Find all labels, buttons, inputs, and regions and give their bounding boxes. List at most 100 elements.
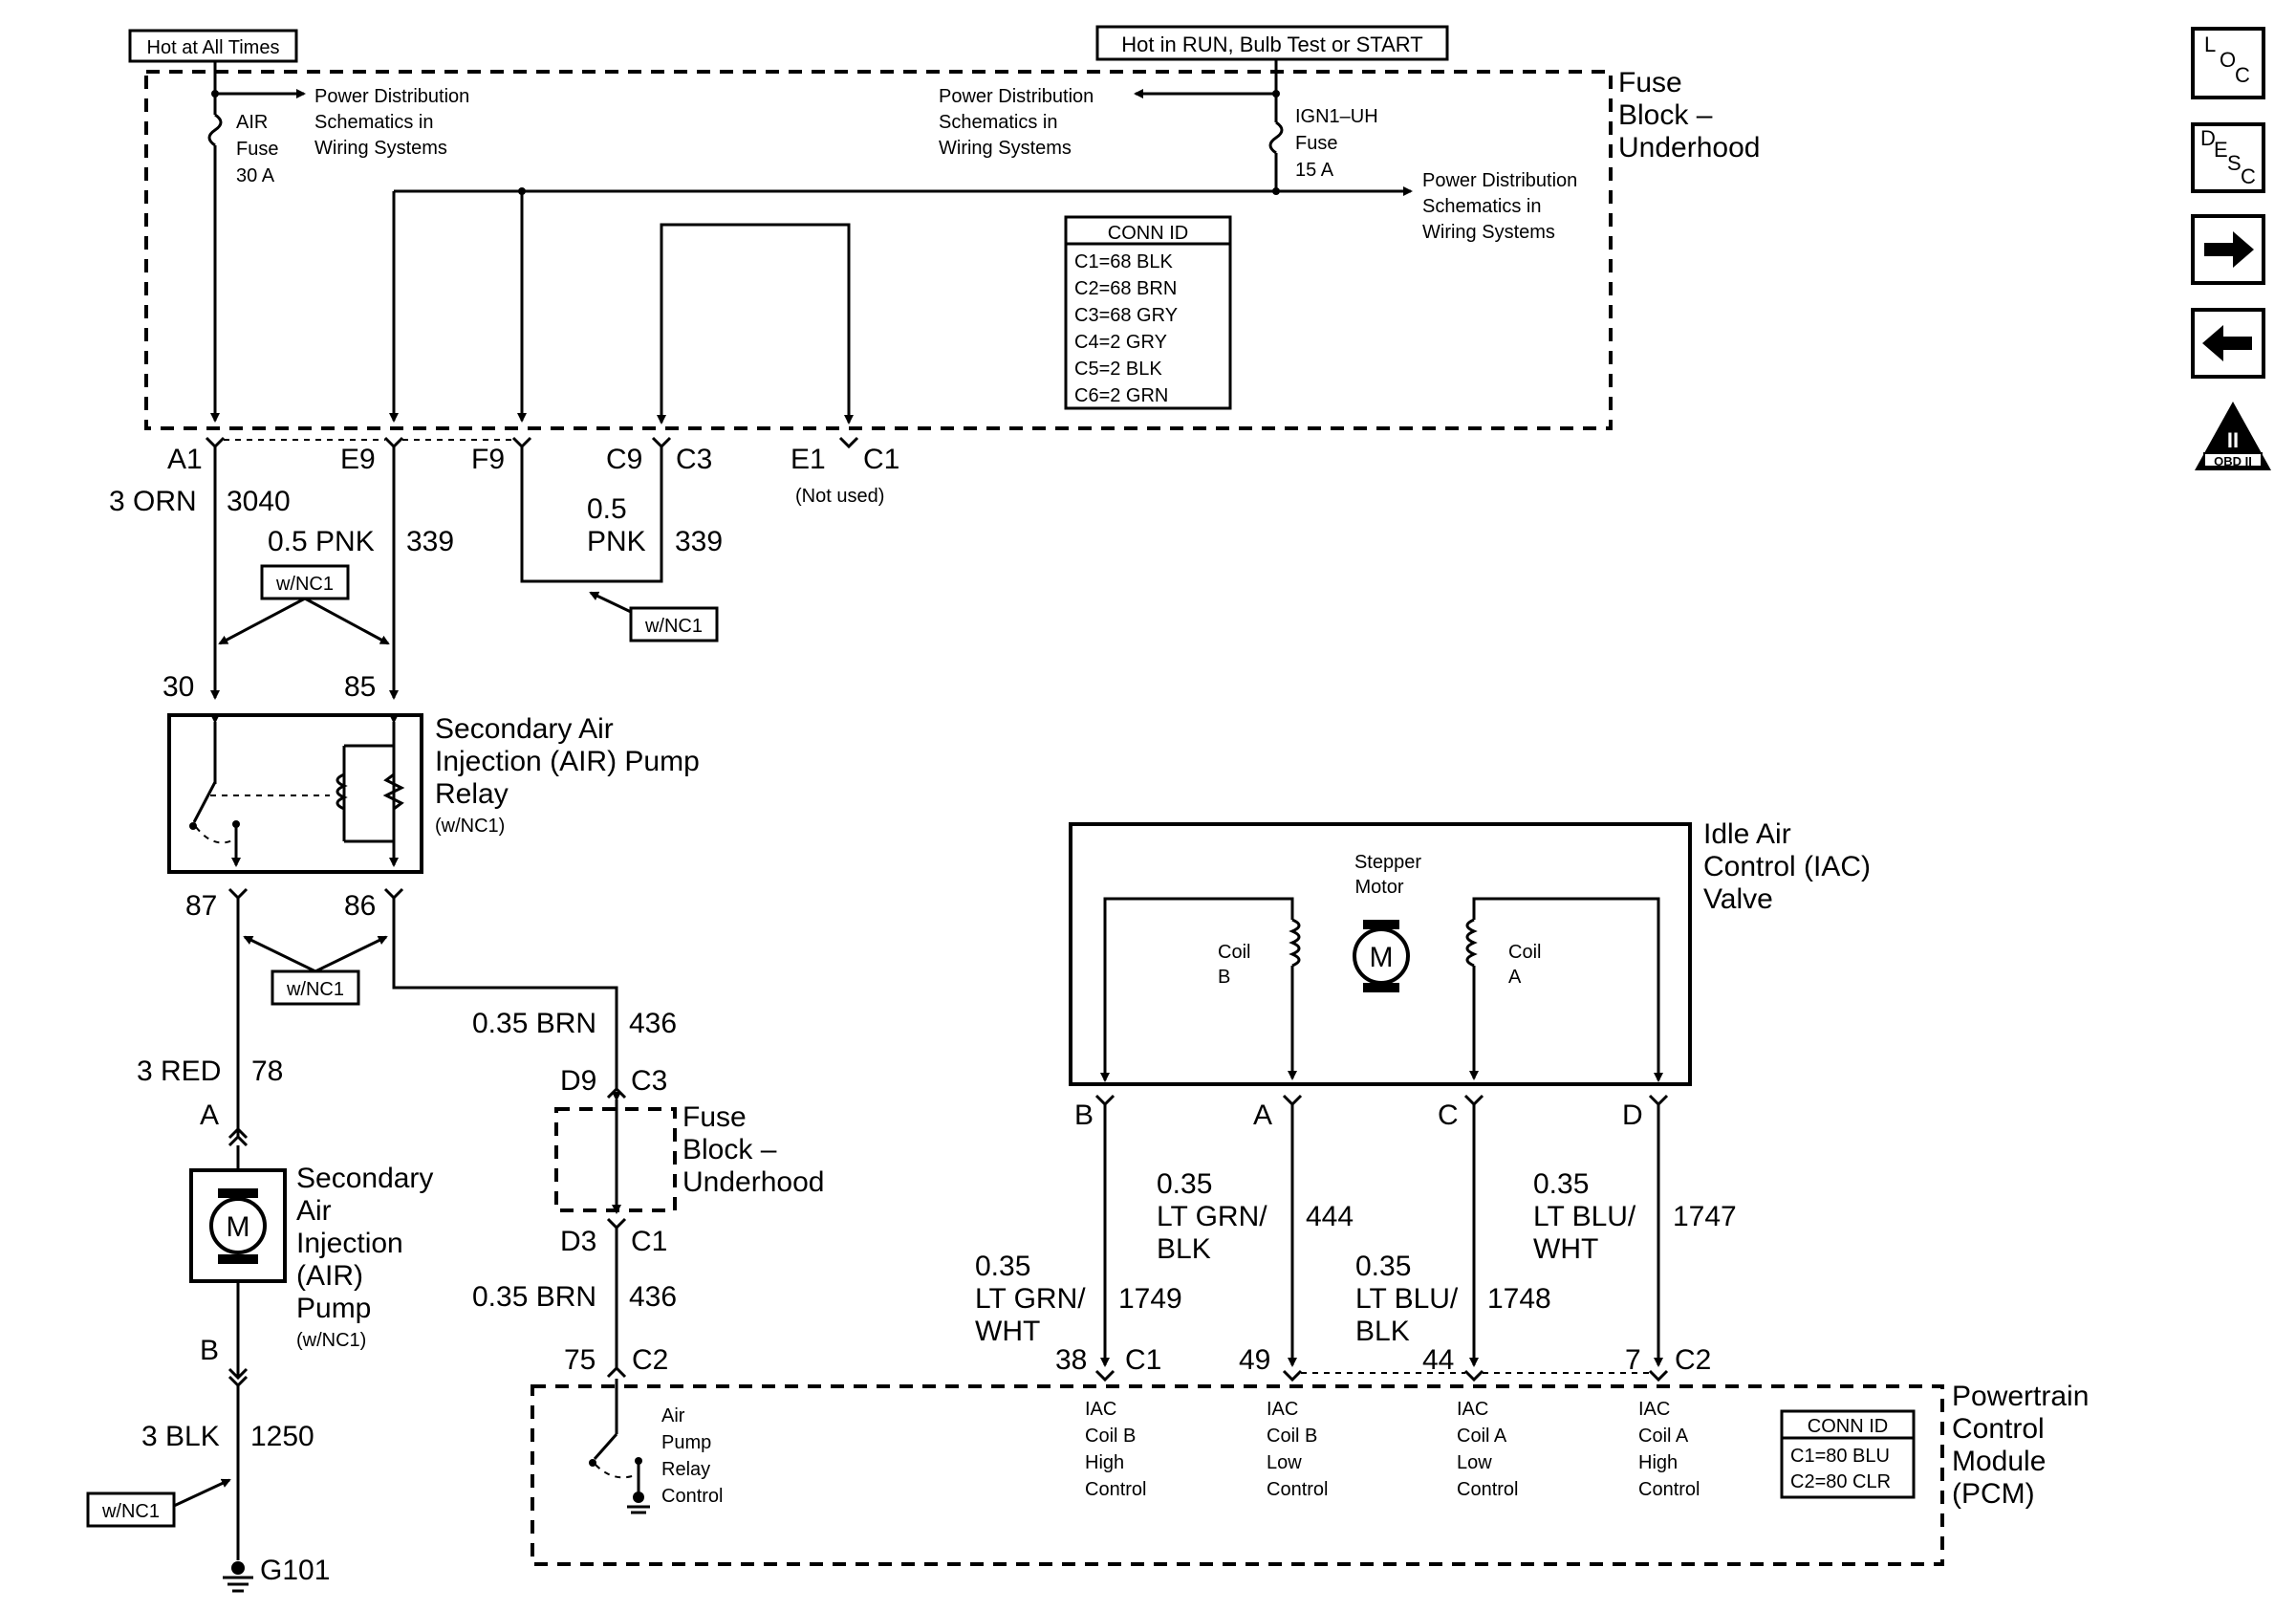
power-dist-ref-2: Power Distribution Schematics in Wiring … <box>939 86 1094 159</box>
svg-text:1250: 1250 <box>250 1421 314 1452</box>
iac-coil-a <box>1465 918 1478 968</box>
svg-text:B: B <box>1074 1099 1094 1131</box>
svg-text:Wiring Systems: Wiring Systems <box>939 138 1072 159</box>
svg-text:C: C <box>2241 164 2256 188</box>
previous-page-button[interactable] <box>2191 308 2265 379</box>
svg-text:Air: Air <box>661 1405 685 1426</box>
fuse-block-underhood-outline <box>144 70 1613 430</box>
svg-text:II: II <box>2227 428 2239 452</box>
fuse-block-conn-id-table: CONN ID C1=68 BLK C2=68 BRN C3=68 GRY C4… <box>1064 215 1232 410</box>
svg-text:0.35 BRN: 0.35 BRN <box>472 1281 596 1313</box>
svg-text:C3=68 GRY: C3=68 GRY <box>1074 305 1178 326</box>
ground-g101: G101 <box>223 1555 330 1593</box>
svg-text:Power Distribution: Power Distribution <box>314 86 469 107</box>
obd-ii-button[interactable]: II OBD II <box>2195 402 2271 470</box>
option-tag-nc1-3: w/NC1 <box>243 935 388 1006</box>
svg-text:(Not used): (Not used) <box>795 486 884 507</box>
wire-339-label-1: 0.5 PNK 339 <box>268 526 454 557</box>
pump-pin-a: A <box>200 1099 219 1131</box>
iac-coil-b <box>1289 918 1301 968</box>
svg-text:High: High <box>1085 1452 1124 1473</box>
svg-text:Injection: Injection <box>296 1228 403 1259</box>
svg-text:C2=68 BRN: C2=68 BRN <box>1074 278 1177 299</box>
svg-text:C2: C2 <box>632 1344 668 1376</box>
loc-button[interactable]: L O C <box>2191 27 2265 99</box>
svg-text:WHT: WHT <box>1533 1233 1598 1265</box>
svg-text:Air: Air <box>296 1195 332 1227</box>
svg-text:F9: F9 <box>471 444 505 475</box>
svg-text:Idle Air: Idle Air <box>1703 818 1791 850</box>
wire-436-label-2: 0.35 BRN 436 <box>472 1281 677 1313</box>
svg-text:(AIR): (AIR) <box>296 1260 363 1292</box>
pcm-iac-coil-b-low: IAC Coil B Low Control <box>1267 1399 1328 1500</box>
desc-button[interactable]: D E S C <box>2191 122 2265 193</box>
svg-text:High: High <box>1638 1452 1678 1473</box>
svg-text:444: 444 <box>1306 1201 1354 1232</box>
svg-text:G101: G101 <box>260 1555 330 1586</box>
svg-text:44: 44 <box>1422 1344 1454 1376</box>
svg-text:w/NC1: w/NC1 <box>275 574 334 595</box>
svg-text:BLK: BLK <box>1157 1233 1211 1265</box>
svg-text:D: D <box>2200 126 2216 150</box>
svg-text:339: 339 <box>675 526 723 557</box>
svg-text:Schematics in: Schematics in <box>1422 196 1542 217</box>
svg-text:3 BLK: 3 BLK <box>141 1421 220 1452</box>
svg-text:A: A <box>1253 1099 1272 1131</box>
svg-text:339: 339 <box>406 526 454 557</box>
svg-text:Coil A: Coil A <box>1638 1426 1689 1447</box>
wire-1748-label: 0.35 LT BLU/ BLK 1748 <box>1355 1251 1551 1347</box>
fuse-block2-title: Fuse Block – Underhood <box>682 1101 824 1198</box>
next-page-button[interactable] <box>2191 214 2265 285</box>
svg-text:D9: D9 <box>560 1065 596 1097</box>
svg-text:A: A <box>1508 967 1522 988</box>
pcm-pin-labels: 75 C2 38 C1 49 44 7 C2 <box>564 1344 1711 1376</box>
svg-text:IAC: IAC <box>1457 1399 1488 1420</box>
svg-text:Fuse: Fuse <box>236 139 278 160</box>
fuse-block-connector-row <box>205 436 859 449</box>
svg-text:D3: D3 <box>560 1226 596 1257</box>
iac-coil-a-label: Coil A <box>1508 942 1541 988</box>
svg-text:Secondary Air: Secondary Air <box>435 713 614 745</box>
iac-title: Idle Air Control (IAC) Valve <box>1703 818 1871 915</box>
svg-text:Wiring Systems: Wiring Systems <box>1422 222 1555 243</box>
svg-text:Fuse: Fuse <box>1618 67 1682 98</box>
svg-text:Pump: Pump <box>296 1293 371 1324</box>
svg-text:Control: Control <box>1457 1479 1518 1500</box>
svg-text:Power Distribution: Power Distribution <box>1422 170 1577 191</box>
svg-text:436: 436 <box>629 1281 677 1313</box>
relay-title: Secondary Air Injection (AIR) Pump Relay… <box>435 713 700 837</box>
svg-text:Powertrain: Powertrain <box>1952 1381 2089 1412</box>
svg-text:C5=2 BLK: C5=2 BLK <box>1074 359 1162 380</box>
svg-text:OBD II: OBD II <box>2214 454 2252 468</box>
svg-text:B: B <box>1218 967 1230 988</box>
svg-text:C4=2 GRY: C4=2 GRY <box>1074 332 1167 353</box>
svg-text:AIR: AIR <box>236 112 268 133</box>
svg-text:Low: Low <box>1267 1452 1302 1473</box>
svg-text:Schematics in: Schematics in <box>939 112 1058 133</box>
svg-text:C1: C1 <box>631 1226 667 1257</box>
relay-internals <box>189 714 405 867</box>
svg-text:0.35: 0.35 <box>975 1251 1030 1282</box>
svg-text:Schematics in: Schematics in <box>314 112 434 133</box>
svg-text:38: 38 <box>1055 1344 1087 1376</box>
power-dist-ref-3: Power Distribution Schematics in Wiring … <box>1422 170 1577 243</box>
svg-text:E1: E1 <box>791 444 826 475</box>
arrow-left-icon <box>2202 325 2252 361</box>
svg-text:C9: C9 <box>606 444 642 475</box>
svg-text:Control (IAC): Control (IAC) <box>1703 851 1871 882</box>
svg-text:IAC: IAC <box>1085 1399 1116 1420</box>
svg-text:M: M <box>1370 942 1394 973</box>
svg-text:Stepper: Stepper <box>1354 852 1421 873</box>
svg-text:PNK: PNK <box>587 526 646 557</box>
wire-3040-label: 3 ORN 3040 <box>109 486 291 517</box>
hot-at-all-times-label: Hot at All Times <box>128 29 298 63</box>
option-tag-nc1-4: w/NC1 <box>86 1478 231 1528</box>
svg-text:1749: 1749 <box>1118 1283 1182 1315</box>
pcm-outline <box>531 1384 1944 1566</box>
iac-pin-labels: B A C D <box>1074 1099 1643 1131</box>
pump-title: Secondary Air Injection (AIR) Pump (w/NC… <box>296 1163 433 1351</box>
svg-text:0.35: 0.35 <box>1157 1168 1212 1200</box>
hot-in-run-label: Hot in RUN, Bulb Test or START <box>1095 25 1449 61</box>
svg-text:w/NC1: w/NC1 <box>101 1501 160 1522</box>
air-pump-relay-box <box>167 713 423 874</box>
